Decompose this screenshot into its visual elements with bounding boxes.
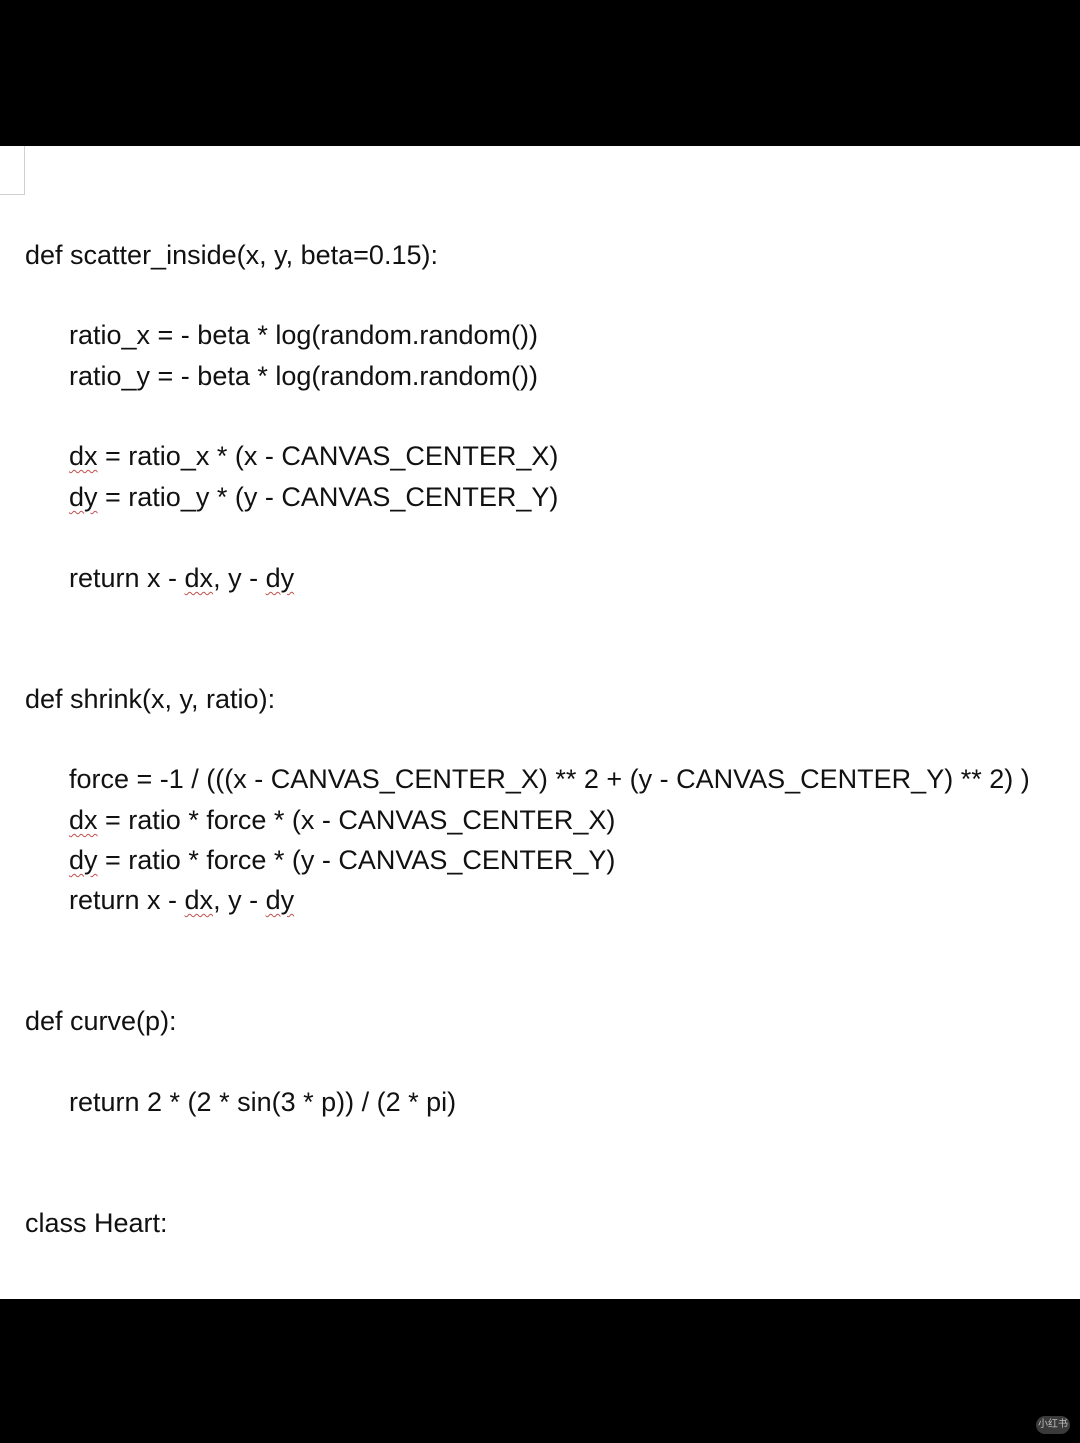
code-line-def-curve: def curve(p): (25, 1006, 177, 1036)
page-corner-mark (0, 146, 25, 195)
spellcheck-dy: dy (69, 845, 98, 875)
code-line-return-scatter: return x - dx, y - dy (69, 563, 295, 593)
spellcheck-dy: dy (265, 885, 295, 915)
bottom-black-bar (0, 1299, 1080, 1443)
document-page[interactable]: def scatter_inside(x, y, beta=0.15): rat… (0, 146, 1080, 1299)
spellcheck-dx: dx (69, 805, 98, 835)
code-line-def-shrink: def shrink(x, y, ratio): (25, 684, 276, 714)
code-line-ratio-y: ratio_y = - beta * log(random.random()) (69, 361, 538, 391)
code-line-dy-shrink: dy = ratio * force * (y - CANVAS_CENTER_… (69, 845, 616, 875)
spellcheck-dx: dx (69, 441, 98, 471)
code-line-dx-scatter: dx = ratio_x * (x - CANVAS_CENTER_X) (69, 441, 559, 471)
watermark-logo: 小红书 (1036, 1416, 1070, 1434)
code-line-force: force = -1 / (((x - CANVAS_CENTER_X) ** … (69, 764, 1030, 794)
spellcheck-dx: dx (184, 563, 214, 593)
code-line-dy-scatter: dy = ratio_y * (y - CANVAS_CENTER_Y) (69, 482, 559, 512)
code-line-dx-shrink: dx = ratio * force * (x - CANVAS_CENTER_… (69, 805, 616, 835)
top-black-bar (0, 0, 1080, 146)
code-line-def-scatter-inside: def scatter_inside(x, y, beta=0.15): (25, 240, 438, 270)
spellcheck-dy: dy (69, 482, 98, 512)
code-line-ratio-x: ratio_x = - beta * log(random.random()) (69, 320, 538, 350)
code-line-class-heart: class Heart: (25, 1208, 168, 1238)
code-line-return-shrink: return x - dx, y - dy (69, 885, 295, 915)
spellcheck-dy: dy (265, 563, 295, 593)
code-line-return-curve: return 2 * (2 * sin(3 * p)) / (2 * pi) (69, 1087, 457, 1117)
spellcheck-dx: dx (184, 885, 214, 915)
